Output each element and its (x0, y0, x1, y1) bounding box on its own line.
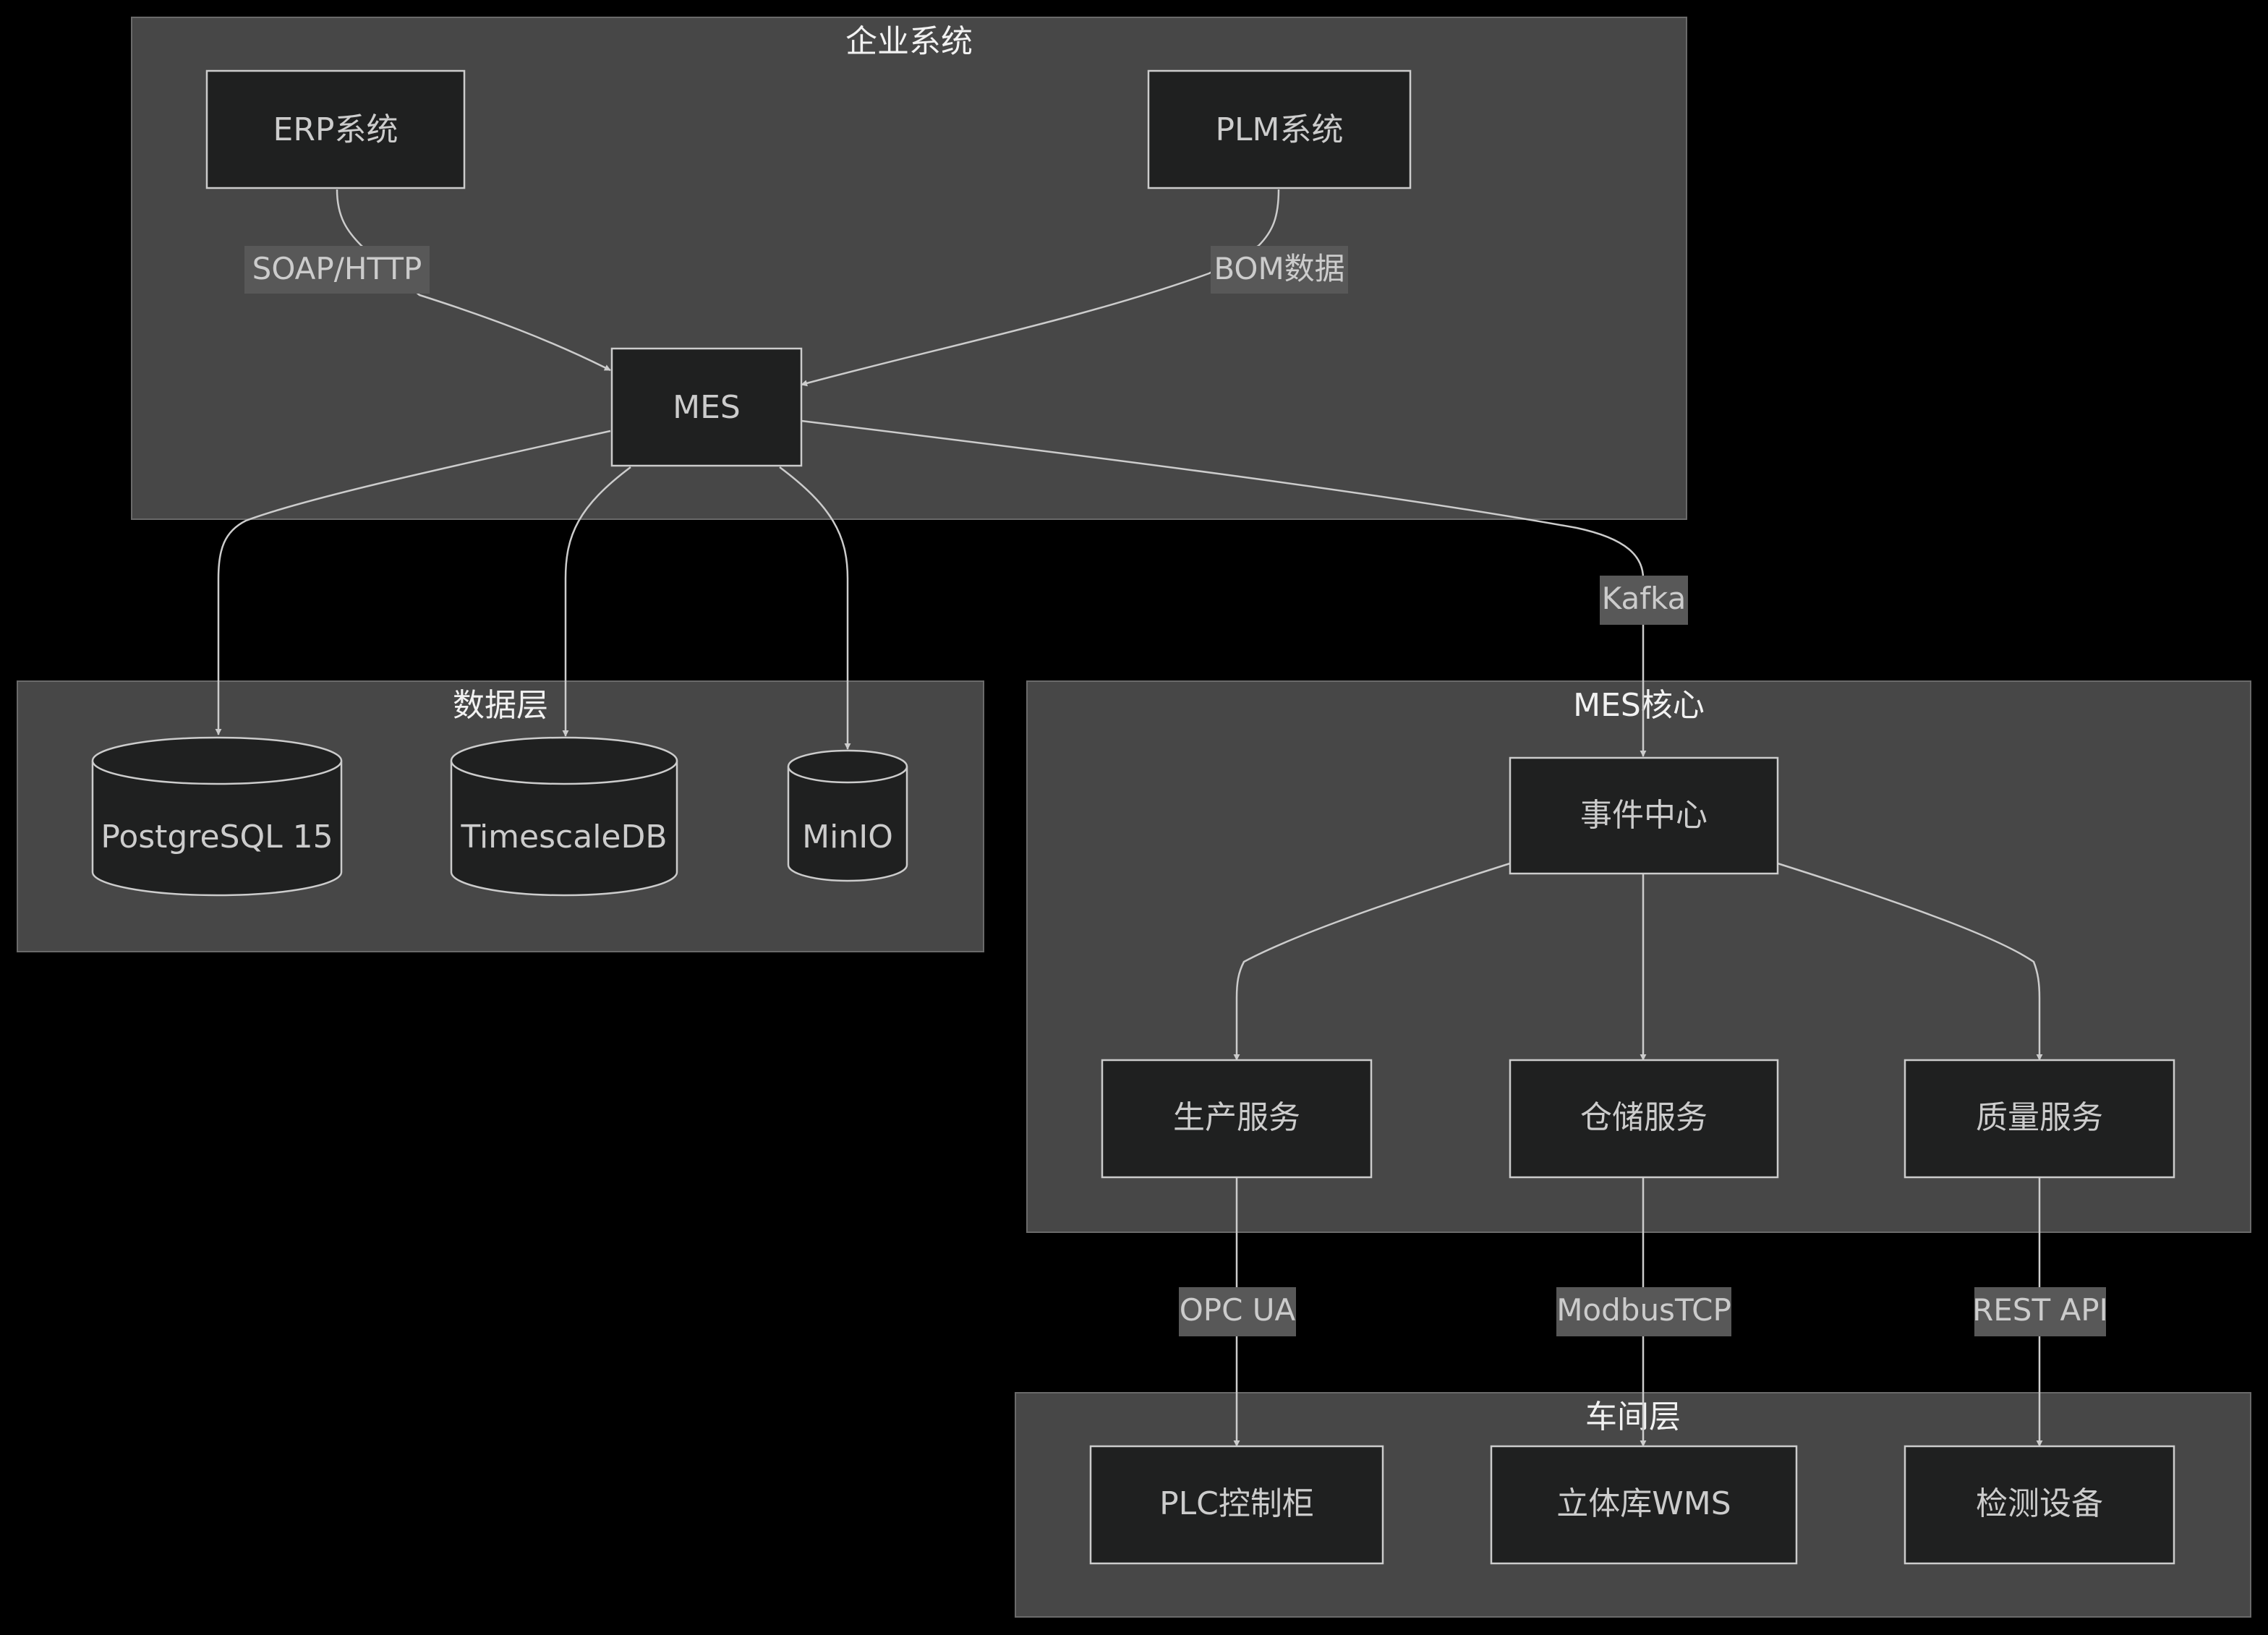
edge-mes-timescale (562, 466, 631, 737)
node-quality-label: 质量服务 (1976, 1099, 2103, 1136)
edge-label-kafka-text: Kafka (1602, 581, 1687, 616)
cluster-enterprise-title: 企业系统 (845, 23, 973, 60)
cluster-mes-core-title: MES核心 (1573, 687, 1705, 724)
node-mes[interactable]: MES (610, 347, 803, 467)
edge-mes-postgres (215, 430, 611, 735)
edge-label-rest-api: REST API (1972, 1287, 2108, 1336)
edge-label-soap-http-text: SOAP/HTTP (252, 251, 422, 286)
edge-label-bom: BOM数据 (1211, 246, 1348, 294)
node-plm[interactable]: PLM系统 (1147, 69, 1412, 189)
node-inspection[interactable]: 检测设备 (1904, 1445, 2175, 1565)
cluster-shop-floor-title: 车间层 (1585, 1399, 1681, 1435)
node-timescale-db[interactable]: TimescaleDB (450, 736, 678, 897)
edge-mes-minio (779, 466, 851, 750)
node-wms[interactable]: 立体库WMS (1490, 1445, 1798, 1565)
node-warehouse-label: 仓储服务 (1580, 1099, 1708, 1136)
node-postgres-label: PostgreSQL 15 (101, 819, 333, 855)
edge-event-quality (1777, 862, 2043, 1061)
node-erp-label: ERP系统 (273, 111, 398, 148)
edge-label-opc-ua: OPC UA (1179, 1287, 1296, 1336)
node-production-service[interactable]: 生产服务 (1101, 1059, 1373, 1179)
edge-label-opc-ua-text: OPC UA (1180, 1292, 1296, 1328)
edge-label-bom-text: BOM数据 (1214, 251, 1344, 286)
node-plc[interactable]: PLC控制柜 (1089, 1445, 1384, 1565)
node-timescale-label: TimescaleDB (460, 819, 667, 855)
node-plc-label: PLC控制柜 (1159, 1485, 1314, 1522)
node-postgres-db[interactable]: PostgreSQL 15 (91, 736, 343, 897)
edge-erp-mes (336, 189, 611, 372)
edge-mes-event (801, 419, 1647, 757)
node-production-label: 生产服务 (1173, 1099, 1300, 1136)
edge-label-kafka: Kafka (1600, 576, 1688, 625)
node-minio-db[interactable]: MinIO (787, 749, 908, 882)
node-wms-label: 立体库WMS (1556, 1485, 1731, 1522)
edge-label-modbustcp: ModbusTCP (1556, 1287, 1731, 1336)
node-warehouse-service[interactable]: 仓储服务 (1509, 1059, 1779, 1179)
node-quality-service[interactable]: 质量服务 (1904, 1059, 2175, 1179)
node-minio-label: MinIO (802, 819, 893, 855)
edge-label-rest-api-text: REST API (1972, 1292, 2108, 1328)
edge-event-production (1233, 862, 1511, 1061)
node-mes-label: MES (673, 389, 741, 426)
node-inspection-label: 检测设备 (1976, 1485, 2103, 1522)
node-erp[interactable]: ERP系统 (205, 69, 466, 189)
edge-label-modbustcp-text: ModbusTCP (1556, 1292, 1731, 1328)
cluster-data-layer-title: 数据层 (453, 687, 548, 724)
node-plm-label: PLM系统 (1215, 111, 1343, 148)
node-event-center-label: 事件中心 (1580, 797, 1708, 834)
edge-plm-mes (801, 189, 1280, 387)
node-event-center[interactable]: 事件中心 (1509, 756, 1779, 875)
edge-label-soap-http: SOAP/HTTP (244, 246, 430, 294)
